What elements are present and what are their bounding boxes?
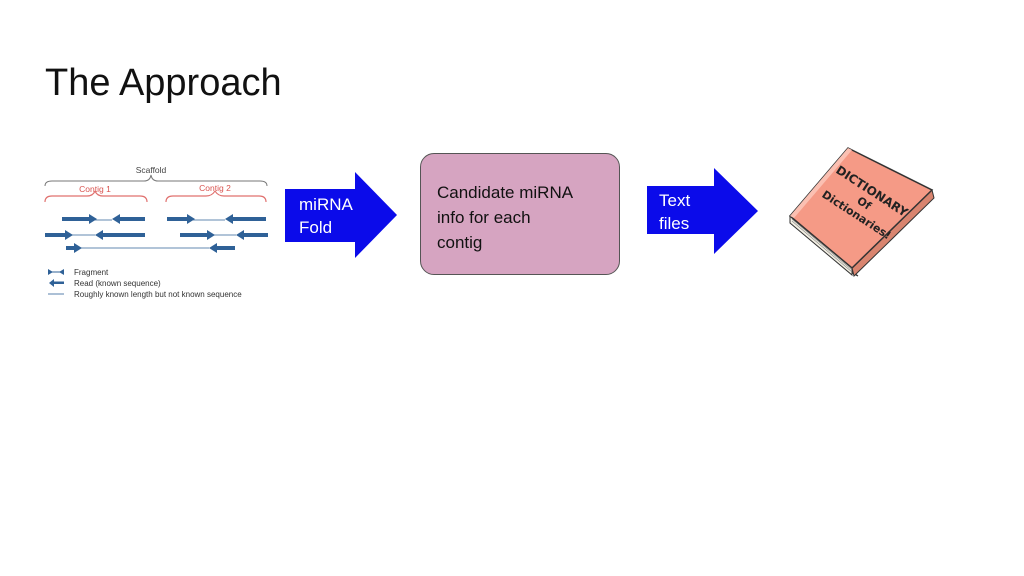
mirna-fold-line2: Fold — [299, 218, 333, 237]
candidate-line3: contig — [437, 233, 483, 252]
candidate-mirna-box — [420, 153, 620, 275]
text-files-line1: Text — [659, 191, 691, 210]
dictionary-book-icon: DICTIONARY Of Dictionaries! — [788, 147, 935, 277]
text-files-label: Text files — [659, 189, 690, 235]
read-icon — [49, 279, 64, 287]
candidate-line1: Candidate miRNA — [437, 183, 574, 202]
scaffold-diagram: Scaffold Contig 1 Contig 2 Fragment Read… — [44, 165, 268, 299]
text-files-line2: files — [659, 214, 690, 233]
scaffold-brace — [44, 174, 268, 187]
legend-unknown-gap: Roughly known length but not known seque… — [74, 290, 242, 299]
contig1-label: Contig 1 — [79, 184, 111, 194]
read-arrows — [45, 214, 268, 253]
scaffold-label: Scaffold — [136, 165, 167, 175]
fragment-icon — [48, 269, 64, 275]
contig1-brace — [44, 190, 148, 203]
legend-fragment: Fragment — [74, 268, 109, 277]
mirna-fold-line1: miRNA — [299, 195, 353, 214]
candidate-line2: info for each — [437, 208, 531, 227]
mirna-fold-label: miRNA Fold — [299, 193, 353, 239]
slide-title: The Approach — [45, 62, 282, 104]
legend-read: Read (known sequence) — [74, 279, 161, 288]
text-files-arrow — [647, 168, 758, 254]
candidate-mirna-text: Candidate miRNA info for each contig — [437, 180, 612, 255]
contig2-brace — [165, 190, 267, 203]
contig2-label: Contig 2 — [199, 183, 231, 193]
mirna-fold-arrow — [285, 172, 397, 258]
